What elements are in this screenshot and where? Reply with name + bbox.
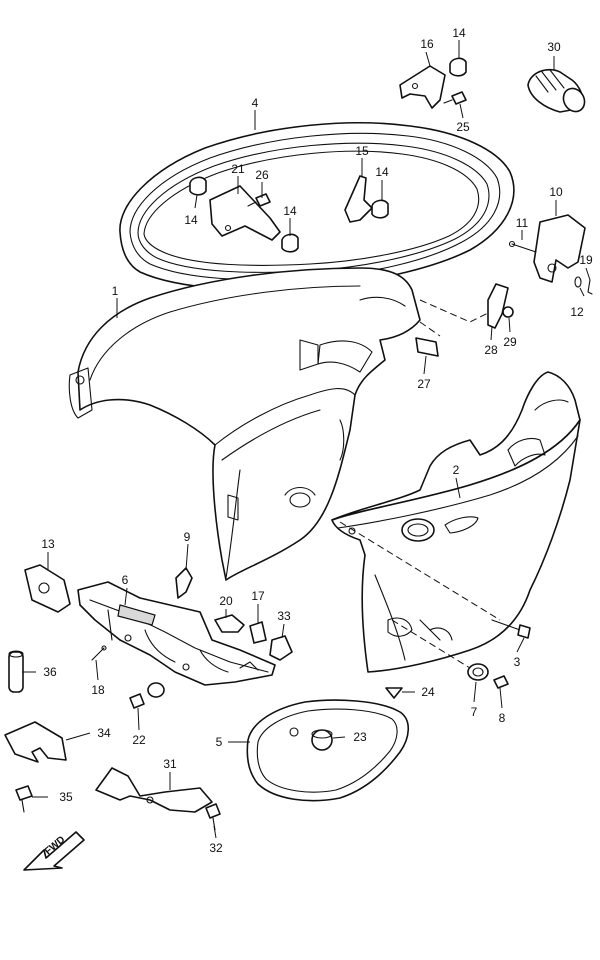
callout-3: 3 <box>514 655 521 669</box>
callout-23: 23 <box>353 730 367 744</box>
part-7-grommet[interactable] <box>467 663 489 681</box>
part-19-pin[interactable] <box>587 279 593 295</box>
part-9-clip[interactable] <box>175 567 193 599</box>
part-5-plate[interactable] <box>246 699 410 802</box>
callout-36: 36 <box>43 665 57 679</box>
callout-14-b: 14 <box>184 213 198 227</box>
callout-24: 24 <box>421 685 435 699</box>
part-28-bracket[interactable] <box>487 283 509 329</box>
part-10-bracket[interactable] <box>533 214 586 283</box>
part-27-pad[interactable] <box>415 337 439 357</box>
part-24-clip[interactable] <box>385 687 403 699</box>
callout-26: 26 <box>255 168 269 182</box>
part-3-bolt[interactable] <box>491 619 531 639</box>
part-2-side-cowl[interactable] <box>331 371 581 673</box>
callout-20: 20 <box>219 594 233 608</box>
callout-9: 9 <box>184 530 191 544</box>
part-1-side-cowl[interactable] <box>68 267 421 581</box>
callout-34: 34 <box>97 726 111 740</box>
callout-11: 11 <box>516 216 529 230</box>
part-11-bolt[interactable] <box>508 240 537 253</box>
part-31-bracket[interactable] <box>95 767 213 813</box>
callout-31: 31 <box>163 757 177 771</box>
part-8-bolt[interactable] <box>493 675 509 689</box>
callout-4: 4 <box>252 96 259 110</box>
part-20-grommet[interactable] <box>214 614 245 633</box>
callout-19: 19 <box>579 253 593 267</box>
callout-25: 25 <box>456 120 470 134</box>
part-29-bolt[interactable] <box>502 306 514 318</box>
callout-22: 22 <box>132 733 146 747</box>
callout-29: 29 <box>503 335 517 349</box>
callout-8: 8 <box>499 711 506 725</box>
callout-7: 7 <box>471 705 478 719</box>
part-4-seal[interactable] <box>119 122 515 291</box>
leader-lines <box>22 40 591 839</box>
callout-14-c: 14 <box>283 204 297 218</box>
callout-14-d: 14 <box>375 165 389 179</box>
callout-27: 27 <box>417 377 431 391</box>
part-12-washer[interactable] <box>574 276 582 288</box>
part-33-grommet[interactable] <box>269 635 293 661</box>
part-21-bracket[interactable] <box>209 185 281 241</box>
callout-1: 1 <box>112 284 119 298</box>
callout-12: 12 <box>570 305 584 319</box>
callout-6: 6 <box>122 573 129 587</box>
part-34-bracket[interactable] <box>4 721 67 763</box>
part-32-bolt[interactable] <box>205 803 221 831</box>
callout-35: 35 <box>59 790 73 804</box>
part-23-grommet[interactable] <box>311 729 333 751</box>
part-35-bolt[interactable] <box>15 785 33 813</box>
part-6-bracket[interactable] <box>77 581 276 686</box>
part-14-bushing-b[interactable] <box>189 176 207 196</box>
callout-30: 30 <box>547 40 561 54</box>
callout-21: 21 <box>231 162 245 176</box>
callout-10: 10 <box>549 185 563 199</box>
callout-2: 2 <box>453 463 460 477</box>
part-22-bolt[interactable] <box>129 682 165 709</box>
callout-17: 17 <box>251 589 265 603</box>
callout-15: 15 <box>355 144 369 158</box>
callout-14-a: 14 <box>452 26 466 40</box>
fwd-arrow-icon: FWD <box>23 831 85 871</box>
part-26-bolt[interactable] <box>247 193 271 207</box>
part-15-bracket[interactable] <box>344 175 373 223</box>
part-25-bolt[interactable] <box>443 91 467 105</box>
callout-13: 13 <box>41 537 55 551</box>
callout-5: 5 <box>216 735 223 749</box>
callout-18: 18 <box>91 683 105 697</box>
callout-28: 28 <box>484 343 498 357</box>
part-18-pin[interactable] <box>91 645 107 661</box>
part-14-bushing-a[interactable] <box>449 57 467 77</box>
part-14-bushing-c[interactable] <box>281 233 299 253</box>
part-14-bushing-d[interactable] <box>371 199 389 219</box>
part-36-sleeve[interactable] <box>8 650 24 693</box>
callout-33: 33 <box>277 609 291 623</box>
callout-16: 16 <box>420 37 434 51</box>
part-13-pad[interactable] <box>24 564 71 613</box>
callout-32: 32 <box>209 841 223 855</box>
part-30-grommet[interactable] <box>527 68 589 116</box>
part-17-collar[interactable] <box>249 621 267 644</box>
part-16-bracket[interactable] <box>399 65 446 109</box>
